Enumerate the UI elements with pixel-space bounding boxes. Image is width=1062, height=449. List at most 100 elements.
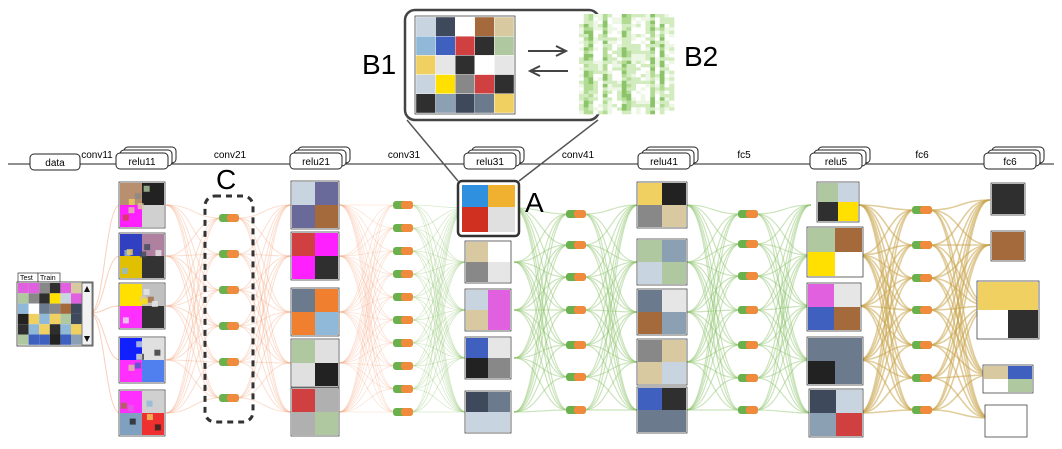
conv41-node[interactable] [566, 306, 586, 314]
conv31-node[interactable] [393, 224, 413, 232]
dataset-thumb[interactable] [49, 334, 61, 345]
conv41-node[interactable] [566, 341, 586, 349]
dataset-thumb[interactable] [18, 303, 29, 314]
conv41-node[interactable] [566, 241, 586, 249]
fc5-node[interactable] [738, 272, 758, 280]
conv21-node[interactable] [219, 286, 239, 294]
dataset-thumb[interactable] [18, 283, 29, 294]
highlighted-cluster[interactable] [456, 179, 521, 238]
relu31-cluster[interactable] [464, 336, 512, 380]
dataset-thumb[interactable] [39, 283, 50, 294]
dataset-thumb[interactable] [28, 324, 40, 335]
dataset-thumb[interactable] [28, 293, 40, 304]
conv21-node[interactable] [219, 358, 239, 366]
relu11-cluster[interactable] [118, 282, 166, 330]
layer-box-data[interactable]: data [29, 153, 81, 171]
relu11-cluster[interactable] [118, 232, 166, 280]
fc6-node[interactable] [912, 241, 932, 249]
conv31-node[interactable] [393, 201, 413, 209]
layer-box-relu21[interactable]: relu21 [289, 146, 351, 170]
relu21-cluster[interactable] [290, 287, 340, 337]
dataset-thumb[interactable] [18, 313, 29, 325]
scroll-up-arrow-icon[interactable] [84, 286, 90, 292]
dataset-thumb[interactable] [39, 293, 50, 304]
conv31-node[interactable] [393, 362, 413, 370]
conv31-node[interactable] [393, 270, 413, 278]
fc6-output-cluster[interactable] [984, 404, 1028, 438]
conv41-node[interactable] [566, 210, 586, 218]
layer-box-fc6[interactable]: fc6 [983, 146, 1045, 170]
dataset-thumb[interactable] [18, 334, 29, 345]
conv41-node[interactable] [566, 373, 586, 381]
conv31-node[interactable] [393, 408, 413, 416]
relu21-cluster[interactable] [290, 338, 340, 388]
scroll-down-arrow-icon[interactable] [84, 336, 90, 342]
fc5-node[interactable] [738, 306, 758, 314]
relu41-cluster[interactable] [636, 288, 688, 336]
relu5-cluster[interactable] [806, 336, 864, 386]
dataset-thumb[interactable] [18, 324, 29, 335]
relu41-cluster[interactable] [636, 386, 688, 434]
fc6-output-cluster[interactable] [982, 364, 1034, 394]
dataset-thumb[interactable] [71, 334, 82, 345]
dataset-thumb[interactable] [49, 283, 61, 294]
dataset-image-grid[interactable] [18, 283, 82, 345]
relu31-cluster[interactable] [464, 390, 512, 434]
fc5-node[interactable] [738, 406, 758, 414]
layer-box-relu31[interactable]: relu31 [463, 146, 525, 170]
conv21-node[interactable] [219, 394, 239, 402]
relu5-cluster[interactable] [806, 282, 862, 332]
conv31-node[interactable] [393, 293, 413, 301]
fc6-node[interactable] [912, 306, 932, 314]
dataset-thumb[interactable] [60, 293, 71, 304]
dataset-thumb[interactable] [71, 313, 82, 325]
dataset-thumb[interactable] [49, 303, 61, 314]
fc6-output-cluster[interactable] [976, 280, 1040, 340]
relu21-cluster[interactable] [290, 231, 340, 281]
fc6-node[interactable] [912, 206, 932, 214]
dataset-thumb[interactable] [28, 303, 40, 314]
dataset-thumb[interactable] [71, 283, 82, 294]
dataset-thumb[interactable] [18, 293, 29, 304]
conv31-node[interactable] [393, 385, 413, 393]
relu11-cluster[interactable] [118, 389, 166, 437]
relu21-cluster[interactable] [290, 387, 340, 437]
fc5-node[interactable] [738, 240, 758, 248]
fc6-output-cluster[interactable] [990, 182, 1026, 216]
relu5-cluster[interactable] [816, 181, 860, 223]
layer-box-relu5[interactable]: relu5 [809, 146, 871, 170]
relu41-cluster[interactable] [636, 238, 688, 286]
dataset-thumb[interactable] [39, 313, 50, 325]
dataset-thumb[interactable] [71, 293, 82, 304]
relu41-cluster[interactable] [636, 181, 688, 229]
fc5-node[interactable] [738, 210, 758, 218]
conv41-node[interactable] [566, 273, 586, 281]
dataset-thumb[interactable] [71, 303, 82, 314]
relu5-cluster[interactable] [808, 388, 864, 438]
dataset-thumb[interactable] [60, 324, 71, 335]
relu41-cluster[interactable] [636, 338, 688, 386]
fc6-node[interactable] [912, 341, 932, 349]
relu11-cluster[interactable] [118, 181, 166, 229]
conv31-node[interactable] [393, 247, 413, 255]
conv21-node[interactable] [219, 250, 239, 258]
relu31-cluster[interactable] [464, 240, 512, 284]
dataset-thumb[interactable] [39, 324, 50, 335]
dataset-thumb[interactable] [49, 293, 61, 304]
fc6-node[interactable] [912, 274, 932, 282]
relu21-cluster[interactable] [290, 180, 340, 230]
conv31-node[interactable] [393, 339, 413, 347]
dataset-thumb[interactable] [28, 334, 40, 345]
conv21-node[interactable] [219, 322, 239, 330]
dataset-thumb[interactable] [49, 324, 61, 335]
dataset-thumb[interactable] [28, 313, 40, 325]
dataset-thumb[interactable] [60, 303, 71, 314]
dataset-thumb[interactable] [49, 313, 61, 325]
fc5-node[interactable] [738, 341, 758, 349]
dataset-thumb[interactable] [39, 334, 50, 345]
conv31-node[interactable] [393, 316, 413, 324]
relu5-cluster[interactable] [806, 226, 864, 278]
fc6-node[interactable] [912, 406, 932, 414]
fc6-output-cluster[interactable] [990, 230, 1026, 262]
relu11-cluster[interactable] [118, 336, 166, 384]
